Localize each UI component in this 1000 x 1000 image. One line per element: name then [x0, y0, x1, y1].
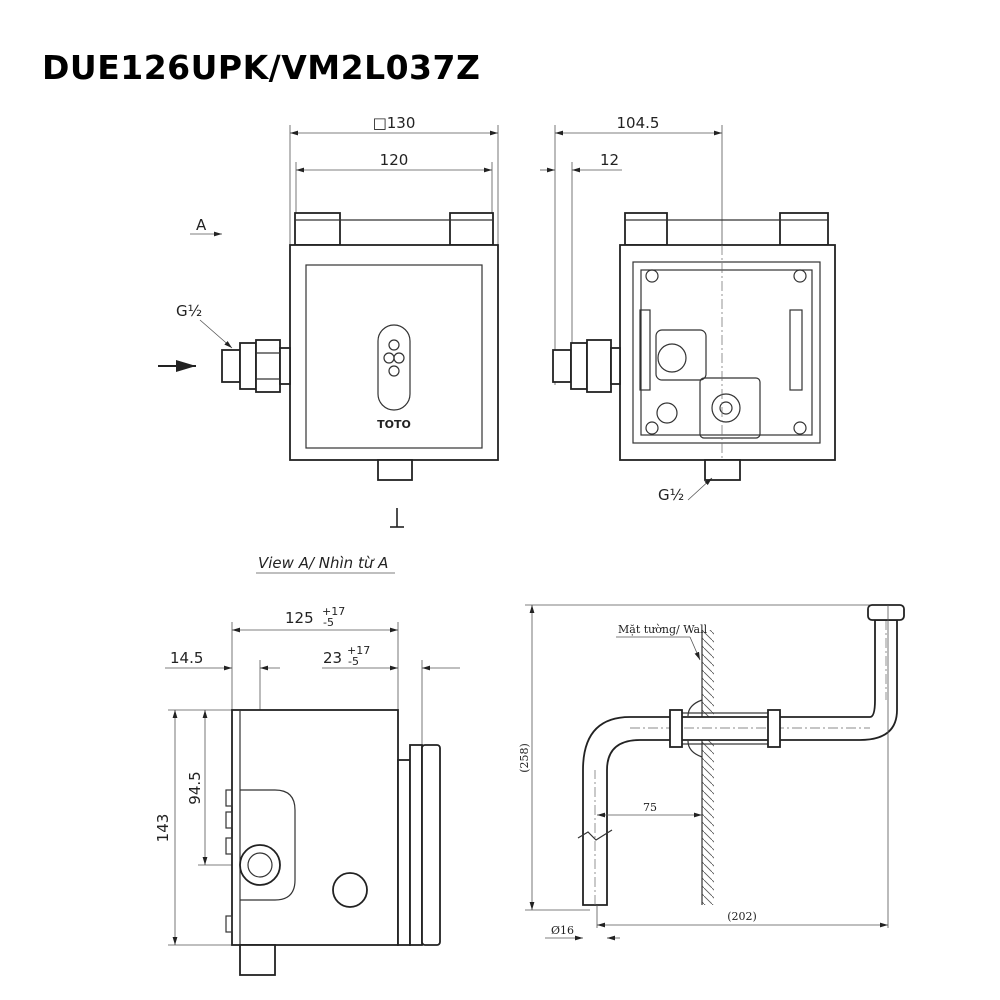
dim-length-label: (202)	[727, 910, 757, 923]
dim-right-label: 23	[323, 649, 342, 667]
dim-right-tol-minus: -5	[348, 655, 359, 668]
dim-right-tol-plus: +17	[347, 644, 370, 657]
dim-height-label: (258)	[518, 743, 531, 773]
outlet-thread-label: G½	[658, 486, 684, 504]
inlet-thread-label: G½	[176, 302, 202, 320]
front-view: □130 120 TOTO A G½	[158, 114, 499, 528]
product-model-title: DUE126UPK/VM2L037Z	[42, 48, 481, 87]
wall-label: Mặt tường/ Wall	[618, 623, 708, 636]
side-view: 104.5 12 G½	[540, 114, 836, 504]
dim-inlet-height-label: 94.5	[186, 771, 204, 804]
dim-width-tol-plus: +17	[322, 605, 345, 618]
toto-logo: TOTO	[377, 418, 411, 431]
dim-outer-label: □130	[373, 114, 416, 132]
pipe-view: (258) Mặt tường/ Wall 75 (202) Ø16	[518, 604, 905, 941]
view-a: 125 +17 -5 14.5 23 +17 -5 94.5 143	[154, 605, 460, 976]
view-a-marker: A	[196, 216, 207, 234]
dim-left-label: 14.5	[170, 649, 203, 667]
button-icon	[332, 872, 368, 908]
view-a-caption: View A/ Nhìn từ A	[258, 554, 388, 572]
dim-width-tol-minus: -5	[323, 616, 334, 629]
dim-height-label: 143	[154, 814, 172, 843]
dim-depth-label: 104.5	[617, 114, 660, 132]
dim-diameter-label: Ø16	[551, 924, 574, 937]
dim-width-label: 125	[285, 609, 314, 627]
dim-wall-offset-label: 75	[643, 801, 657, 814]
dim-inner-label: 120	[380, 151, 409, 169]
sensor-icon	[388, 339, 400, 351]
dim-offset-label: 12	[600, 151, 619, 169]
